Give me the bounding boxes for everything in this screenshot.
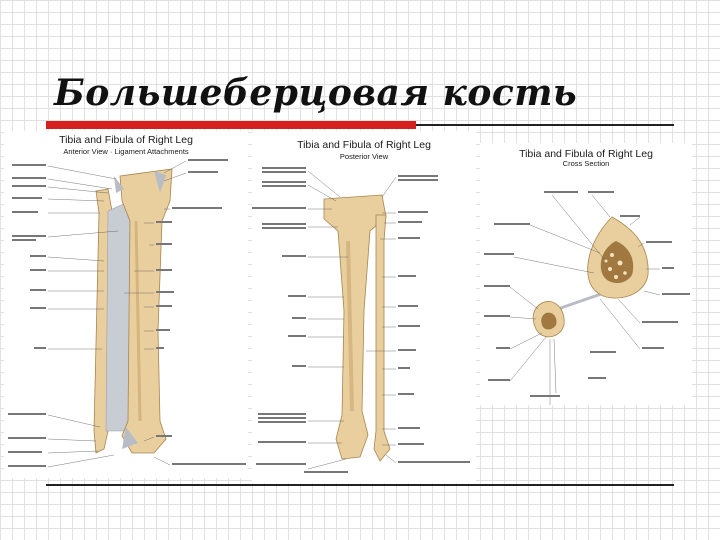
figure-anterior-view: Tibia and Fibula of Right Leg Anterior V… [4, 131, 248, 478]
figure-posterior-view: Tibia and Fibula of Right Leg Posterior … [252, 131, 476, 483]
slide-bottom-rule [46, 484, 674, 486]
figure-cross-section: Tibia and Fibula of Right Leg Cross Sect… [480, 143, 692, 405]
anterior-view-illustration [4, 131, 248, 478]
title-accent-bar [46, 121, 416, 129]
cross-section-illustration [480, 143, 692, 405]
slide-title: Большеберцовая кость [54, 72, 577, 114]
posterior-view-illustration [252, 131, 476, 483]
